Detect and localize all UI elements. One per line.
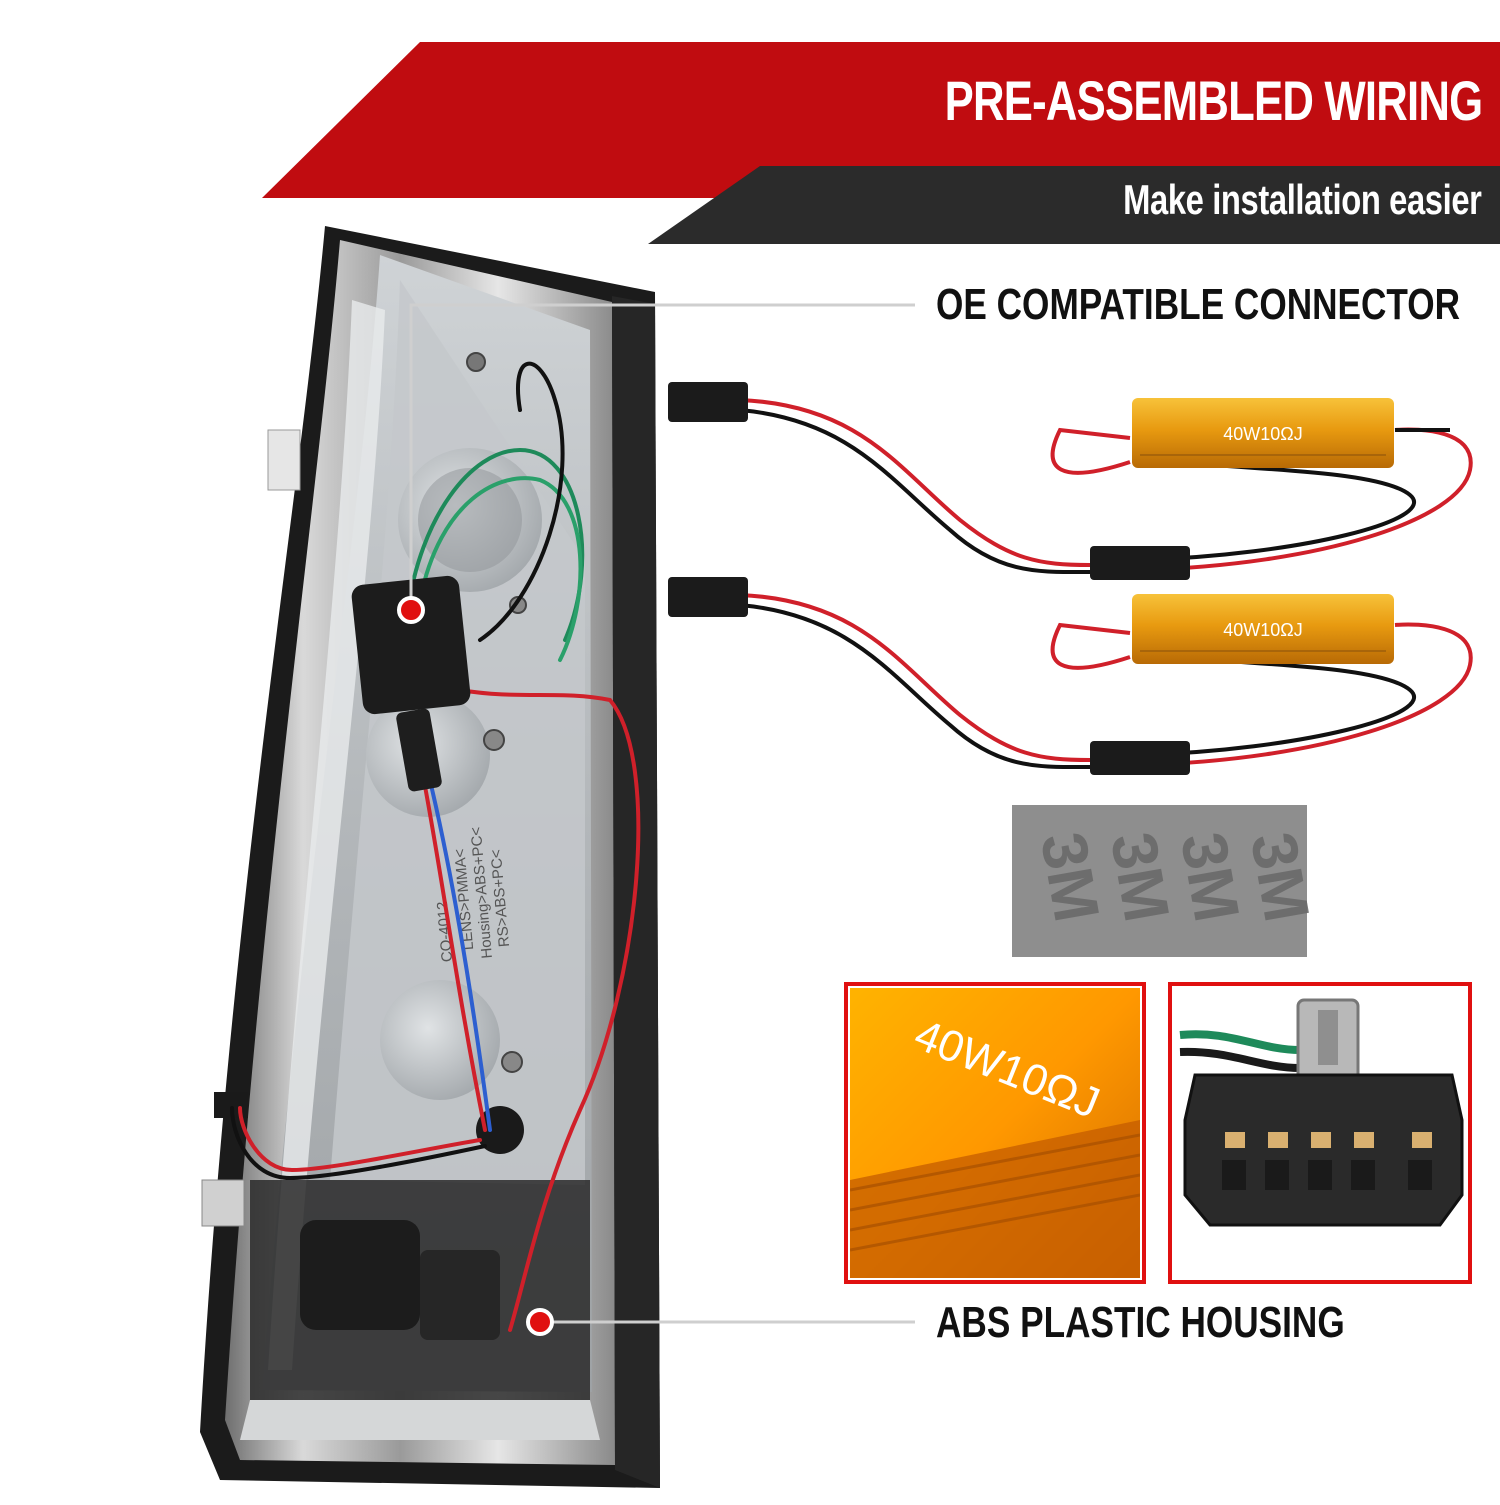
plug-connector	[668, 577, 748, 617]
plug-connector	[1090, 546, 1190, 580]
callout-line-connector	[409, 303, 915, 608]
load-resistor-harness-2: 40W10ΩJ	[668, 577, 1473, 775]
callout-marker-housing	[526, 1308, 554, 1336]
resistor-label: 40W10ΩJ	[1223, 620, 1303, 640]
adhesive-tape-pad: 3M 3M 3M 3M	[1012, 805, 1323, 957]
housing-connector	[351, 575, 471, 792]
resistor-label: 40W10ΩJ	[1223, 424, 1303, 444]
svg-text:3M: 3M	[1097, 827, 1183, 927]
svg-text:3M: 3M	[1237, 827, 1323, 927]
screw	[466, 352, 486, 372]
plug-connector	[668, 382, 748, 422]
reflector-disc	[380, 980, 500, 1100]
callout-marker-connector	[397, 596, 425, 624]
load-resistor	[1132, 398, 1394, 468]
banner-title: PRE-ASSEMBLED WIRING	[944, 69, 1482, 132]
banner-dark-band	[648, 166, 1500, 244]
banner-subtitle: Make installation easier	[1123, 176, 1483, 223]
housing-wiring	[230, 361, 641, 1332]
plug-connector	[1090, 741, 1190, 775]
detail-box-resistor: 40W10ΩJ	[844, 982, 1146, 1284]
screw	[483, 729, 505, 751]
banner-red-band	[262, 42, 1500, 198]
svg-text:3M: 3M	[1027, 827, 1113, 927]
callout-connector-label: OE COMPATIBLE CONNECTOR	[936, 280, 1461, 329]
load-resistor	[1132, 594, 1394, 664]
detail-box-connector	[1168, 982, 1472, 1284]
tail-light-housing: LENS>PMMA< Housing>ABS+PC< RS>ABS+PC< CO…	[200, 226, 660, 1488]
svg-text:3M: 3M	[1167, 827, 1253, 927]
callout-housing-label: ABS PLASTIC HOUSING	[936, 1298, 1345, 1347]
bulb-socket	[300, 1220, 420, 1330]
screw	[501, 1051, 523, 1073]
load-resistor-harness-1: 40W10ΩJ	[668, 382, 1473, 580]
